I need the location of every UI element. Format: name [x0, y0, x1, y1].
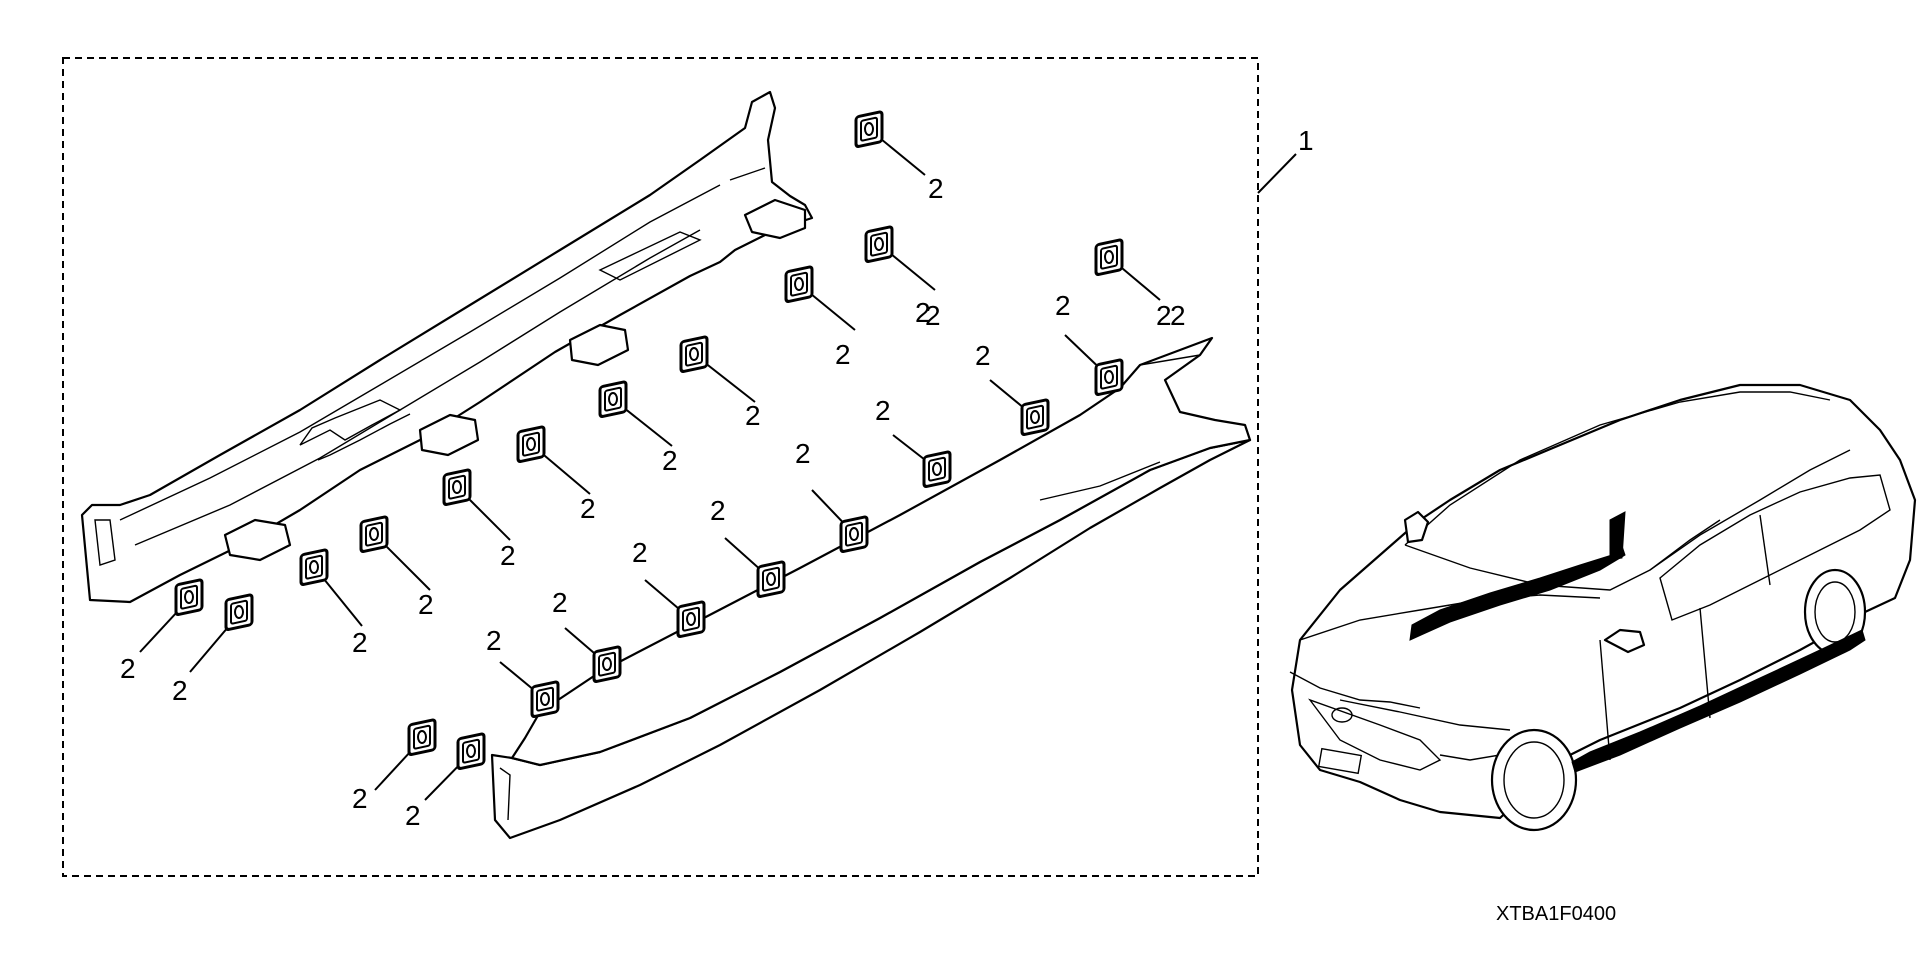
clip-label: 2	[710, 495, 726, 526]
clip-fastener	[516, 425, 546, 463]
clip-label: 2	[352, 627, 368, 658]
clip-fastener	[299, 548, 329, 586]
drawing-code: XTBA1F0400	[1496, 903, 1616, 925]
clip-label: 2	[580, 493, 596, 524]
clip-label: 2	[928, 173, 944, 204]
clip-fastener	[442, 468, 472, 506]
clip-label: 2	[486, 625, 502, 656]
clip-label: 2	[915, 297, 931, 328]
clip-fastener	[922, 450, 952, 488]
clip-label: 2	[352, 783, 368, 814]
clip-label: 2	[500, 540, 516, 571]
clip-fastener	[407, 718, 437, 756]
svg-text:1: 1	[1298, 125, 1314, 156]
clip-label: 2	[1170, 300, 1186, 331]
clip-label: 2	[795, 438, 811, 469]
clip-fastener	[174, 578, 204, 616]
callout-part-1: 1	[1257, 125, 1314, 194]
kit-boundary	[62, 57, 1259, 877]
clip-label: 2	[552, 587, 568, 618]
clip-label: 2	[418, 589, 434, 620]
clip-fastener	[756, 560, 786, 598]
clip-fastener	[598, 380, 628, 418]
clip-label: 2	[875, 395, 891, 426]
clip-fastener	[1094, 238, 1124, 276]
clip-fastener	[592, 645, 622, 683]
clip-fastener	[359, 515, 389, 553]
clip-fastener	[854, 110, 884, 148]
clip-fastener	[784, 265, 814, 303]
clip-labels: 2 2 2 2 2 2 2 2 2 2 2 2 2 2 2 2 2 2 2 2 …	[120, 173, 1186, 831]
clip-label: 2	[745, 400, 761, 431]
clip-label: 2	[662, 445, 678, 476]
clip-fastener	[530, 680, 560, 718]
clip-label: 2	[925, 300, 941, 331]
clip-label: 2	[1156, 300, 1172, 331]
clip-fastener	[1094, 358, 1124, 396]
clip-label: 2	[172, 675, 188, 706]
clip-fastener	[839, 515, 869, 553]
side-sill-garnish-upper	[80, 90, 814, 604]
clip-fastener	[224, 593, 254, 631]
clip-fastener	[864, 225, 894, 263]
clip-fastener	[456, 732, 486, 770]
clip-label: 2	[405, 800, 421, 831]
clip-label: 2	[632, 537, 648, 568]
clip-fasteners	[139, 110, 1161, 801]
clip-fastener	[679, 335, 709, 373]
clip-label: 2	[120, 653, 136, 684]
clip-label: 2	[835, 339, 851, 370]
car-illustration	[1289, 383, 1917, 832]
clip-fastener	[676, 600, 706, 638]
clip-fastener	[1020, 398, 1050, 436]
clip-label: 2	[1055, 290, 1071, 321]
clip-label: 2	[975, 340, 991, 371]
